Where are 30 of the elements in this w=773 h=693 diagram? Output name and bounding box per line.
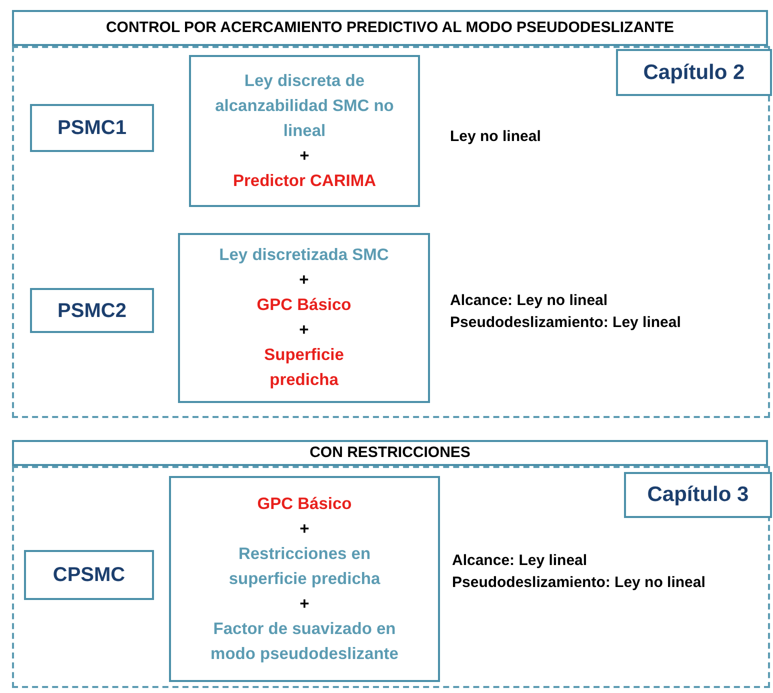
note-text: Alcance: Ley no lineal xyxy=(450,291,608,311)
content-text: + xyxy=(299,320,309,341)
note-text: Ley no lineal xyxy=(450,127,541,147)
content-box xyxy=(189,55,420,207)
content-text: GPC Básico xyxy=(257,494,352,514)
note-text: Alcance: Ley lineal xyxy=(452,551,588,571)
content-text: Restricciones en superficie predicha xyxy=(228,544,382,590)
chapter-box: Capítulo 2 xyxy=(616,49,772,96)
dashed-panel xyxy=(12,466,770,688)
content-text: Predictor CARIMA xyxy=(232,170,376,192)
content-box xyxy=(169,476,440,682)
content-text: + xyxy=(300,146,310,166)
method-box: CPSMC xyxy=(24,550,154,600)
content-text: Ley discretizada SMC xyxy=(219,245,389,266)
title-box: CON RESTRICCIONES xyxy=(12,440,768,466)
method-box: PSMC2 xyxy=(30,288,154,333)
content-text: Superficie predicha xyxy=(263,345,345,391)
content-text: + xyxy=(299,270,309,291)
dashed-panel xyxy=(12,46,770,418)
content-text: GPC Básico xyxy=(256,295,352,316)
chapter-box: Capítulo 3 xyxy=(624,472,772,518)
content-text: Factor de suavizado en modo pseudodeslizante xyxy=(210,618,400,664)
content-box xyxy=(178,233,430,403)
note-text: Pseudodeslizamiento: Ley no lineal xyxy=(452,573,706,593)
method-box: PSMC1 xyxy=(30,104,154,152)
content-text: + xyxy=(300,518,310,540)
note-text: Pseudodeslizamiento: Ley lineal xyxy=(450,313,681,333)
content-text: Ley discreta de alcanzabilidad SMC no lineal xyxy=(214,70,395,142)
title-box: CONTROL POR ACERCAMIENTO PREDICTIVO AL MODO PSEUDODESLIZANTE xyxy=(12,10,768,46)
content-text: + xyxy=(300,594,310,614)
